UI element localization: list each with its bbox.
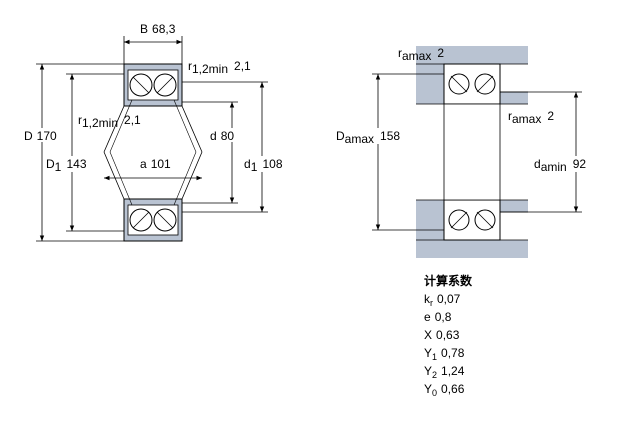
housing-bottom [416, 240, 528, 258]
housing-bottom-step [416, 200, 444, 240]
housing-top-step [416, 64, 444, 104]
calc-factors-title: 计算系数 [424, 274, 473, 288]
shaft-shoulder-bottom [500, 200, 528, 212]
housing-top [416, 46, 528, 64]
shaft-shoulder-top [500, 92, 528, 104]
shaft-body [443, 103, 501, 201]
